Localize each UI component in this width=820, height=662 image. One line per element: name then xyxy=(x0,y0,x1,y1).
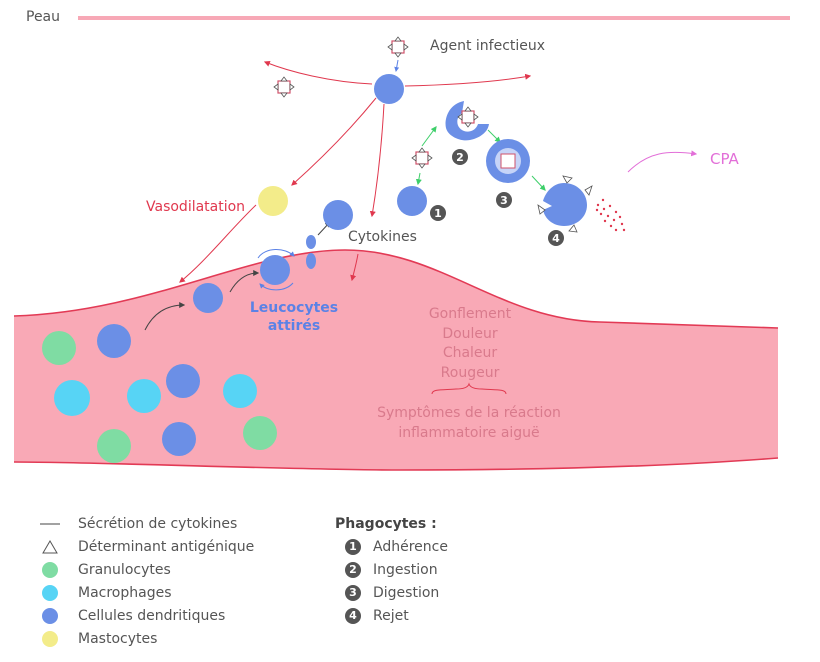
antigen-determinant xyxy=(537,175,593,233)
secretion-arrow xyxy=(291,97,377,186)
dendritic-cell xyxy=(323,200,353,230)
reaction-line1: Symptômes de la réaction xyxy=(377,405,561,421)
dendritic-cell xyxy=(166,364,200,398)
secretion-arrow xyxy=(369,103,385,218)
symptom-brace xyxy=(431,382,507,395)
step-arrow xyxy=(487,129,501,143)
phagocytes-title: Phagocytes : xyxy=(335,515,437,532)
macrophage-cell xyxy=(223,374,257,408)
vasodilatation-arrow xyxy=(179,204,257,283)
reaction-label: Symptômes de la réaction inflammatoire a… xyxy=(369,404,569,443)
step-badge-4: 4 xyxy=(548,230,564,246)
legend-item: Granulocytes xyxy=(40,558,254,581)
attracted-leukocytes-line1: Leucocytes xyxy=(249,300,339,316)
infectious-agent-label: Agent infectieux xyxy=(430,38,546,54)
attracted-leukocytes-label: Leucocytes attirés xyxy=(246,299,342,335)
granulocyte-cell xyxy=(243,416,277,450)
legend-item: Mastocytes xyxy=(40,627,254,650)
legend-label: Macrophages xyxy=(78,584,172,601)
step-badge-1: 1 xyxy=(430,205,446,221)
antigen-icon xyxy=(273,76,295,98)
step-badge-2: 2 xyxy=(452,149,468,165)
phagocyte-step: 2 Ingestion xyxy=(335,558,448,581)
migration-arrow xyxy=(144,302,186,331)
arrow-icon xyxy=(40,514,60,534)
vessel-wall-bottom xyxy=(13,457,779,471)
central-dendritic-cell xyxy=(374,74,404,104)
skin-label: Peau xyxy=(26,9,61,25)
attracted-leukocytes-line2: attirés xyxy=(267,318,321,334)
legend-label: Déterminant antigénique xyxy=(78,538,255,555)
cytokine-arrow-red xyxy=(350,253,359,282)
legend-label: Granulocytes xyxy=(78,561,171,578)
infectious-agent-icon xyxy=(387,36,409,58)
phagocyte-step4 xyxy=(543,183,587,226)
vasodilatation-label: Vasodilatation xyxy=(146,199,246,215)
symptom-list: Gonflement Douleur Chaleur Rougeur xyxy=(410,305,530,383)
attraction-arrow xyxy=(257,249,295,259)
mastocyte-cell xyxy=(258,186,288,216)
rejected-debris xyxy=(595,198,626,232)
phagocyte-step1 xyxy=(397,186,427,216)
symptom-item: Rougeur xyxy=(440,364,500,381)
step-number: 4 xyxy=(345,607,361,624)
antigen-icon xyxy=(411,147,433,169)
step-label: Rejet xyxy=(373,607,409,624)
secretion-arrow xyxy=(404,73,532,87)
step-label: Adhérence xyxy=(373,538,448,555)
step-number: 3 xyxy=(345,584,361,601)
legend-item: Sécrétion de cytokines xyxy=(40,512,254,535)
step-label: Ingestion xyxy=(373,561,438,578)
granulocyte-swatch xyxy=(42,561,58,578)
legend: Sécrétion de cytokines Déterminant antig… xyxy=(40,512,254,650)
legend-item: Macrophages xyxy=(40,581,254,604)
step-number: 2 xyxy=(345,561,361,578)
phagocyte-step2 xyxy=(445,101,489,141)
phagocyte-step: 4 Rejet xyxy=(335,604,448,627)
legend-label: Sécrétion de cytokines xyxy=(78,515,238,532)
dendritic-cell xyxy=(162,422,196,456)
migration-arrow xyxy=(229,270,260,293)
cytokine xyxy=(306,235,316,249)
legend-item: Déterminant antigénique xyxy=(40,535,254,558)
digested-agent xyxy=(500,153,516,169)
symptom-item: Gonflement xyxy=(428,306,512,322)
cpa-arrow xyxy=(627,150,698,173)
granulocyte-cell xyxy=(42,331,76,365)
secretion-arrow xyxy=(263,60,373,85)
phagocyte-step: 1 Adhérence xyxy=(335,535,448,558)
phagocyte-step: 3 Digestion xyxy=(335,581,448,604)
step-number: 1 xyxy=(345,538,361,555)
dendritic-cell xyxy=(97,324,131,358)
mastocyte-swatch xyxy=(42,630,58,647)
attraction-arrow xyxy=(259,282,294,291)
dendritic-swatch xyxy=(42,607,58,624)
cytokine xyxy=(306,253,316,269)
legend-item: Cellules dendritiques xyxy=(40,604,254,627)
step-arrow xyxy=(421,126,437,147)
phagocytes-legend: Phagocytes : 1 Adhérence 2 Ingestion 3 D… xyxy=(335,512,448,627)
vessel-wall-top xyxy=(13,249,779,329)
granulocyte-cell xyxy=(97,429,131,463)
macrophage-swatch xyxy=(42,584,58,601)
macrophage-cell xyxy=(127,379,161,413)
migrating-leukocyte xyxy=(193,283,223,313)
step-label: Digestion xyxy=(373,584,440,601)
step-arrow xyxy=(531,175,546,191)
step-arrow xyxy=(415,172,422,186)
macrophage-cell xyxy=(54,380,90,416)
step-badge-3: 3 xyxy=(496,192,512,208)
legend-label: Cellules dendritiques xyxy=(78,607,226,624)
cytokines-label: Cytokines xyxy=(348,229,417,245)
reaction-line2: inflammatoire aiguë xyxy=(398,424,540,441)
cpa-label: CPA xyxy=(710,150,739,168)
triangle-icon xyxy=(40,537,60,557)
symptom-item: Douleur xyxy=(442,325,498,342)
symptom-item: Chaleur xyxy=(442,345,498,361)
agent-arrow xyxy=(394,59,400,72)
legend-label: Mastocytes xyxy=(78,630,158,647)
migrating-leukocyte xyxy=(260,255,290,285)
